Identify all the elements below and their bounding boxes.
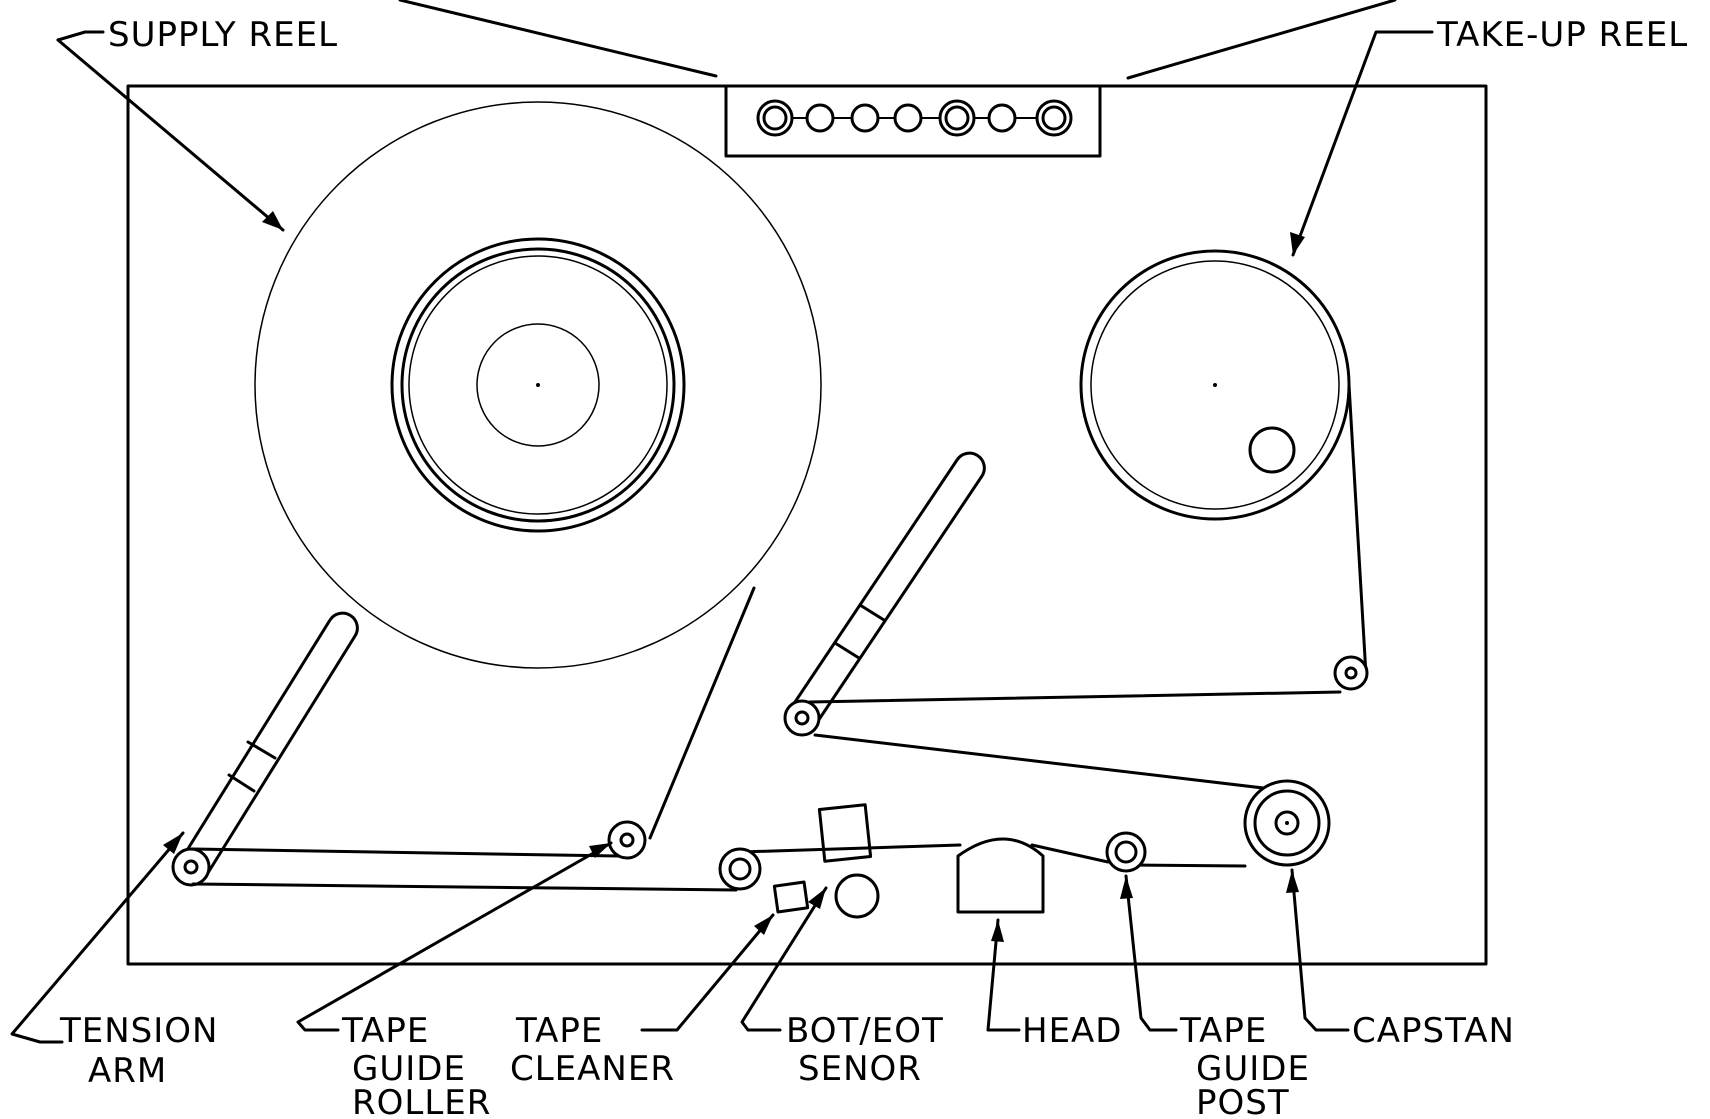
tension-arm-right [783,451,986,737]
sensor-block [817,803,873,863]
tape-guide-roller [607,820,647,860]
label-tape-guide-post-line3: POST [1196,1083,1290,1119]
guide-roller-lower-left [718,847,762,891]
tape-path [191,383,1368,892]
label-tension-arm-line1: TENSION [59,1011,219,1051]
tape-cleaner [772,880,810,914]
label-tape-guide-roller-line3: ROLLER [352,1083,491,1119]
callout-leaders [10,30,1434,1044]
label-tape-guide-roller-line2: GUIDE [352,1049,466,1089]
supply-reel [254,101,822,669]
tension-arm-left [171,611,359,887]
label-bot-eot-sensor-line2: SENOR [798,1049,922,1089]
tape-guide-post [1105,831,1147,873]
bot-eot-sensor [834,873,880,919]
control-panel [724,84,1102,158]
label-tape-guide-post-line1: TAPE [1179,1011,1267,1051]
label-tape-cleaner-line1: TAPE [515,1011,603,1051]
head [956,837,1045,914]
label-take-up-reel: TAKE-UP REEL [1436,15,1688,55]
capstan [1243,779,1331,867]
label-bot-eot-sensor-line1: BOT/EOT [786,1011,944,1051]
top-leader-left [398,0,718,78]
top-leader-right [1126,0,1397,80]
label-tape-guide-post-line2: GUIDE [1196,1049,1310,1089]
take-up-reel [1079,249,1351,521]
label-tape-guide-roller-line1: TAPE [341,1011,429,1051]
label-head: HEAD [1022,1011,1123,1051]
label-supply-reel: SUPPLY REEL [108,15,338,55]
label-tension-arm-line2: ARM [88,1051,167,1091]
guide-roller-upper-right [1333,655,1369,691]
label-tape-cleaner-line2: CLEANER [510,1049,675,1089]
label-capstan: CAPSTAN [1352,1011,1515,1051]
